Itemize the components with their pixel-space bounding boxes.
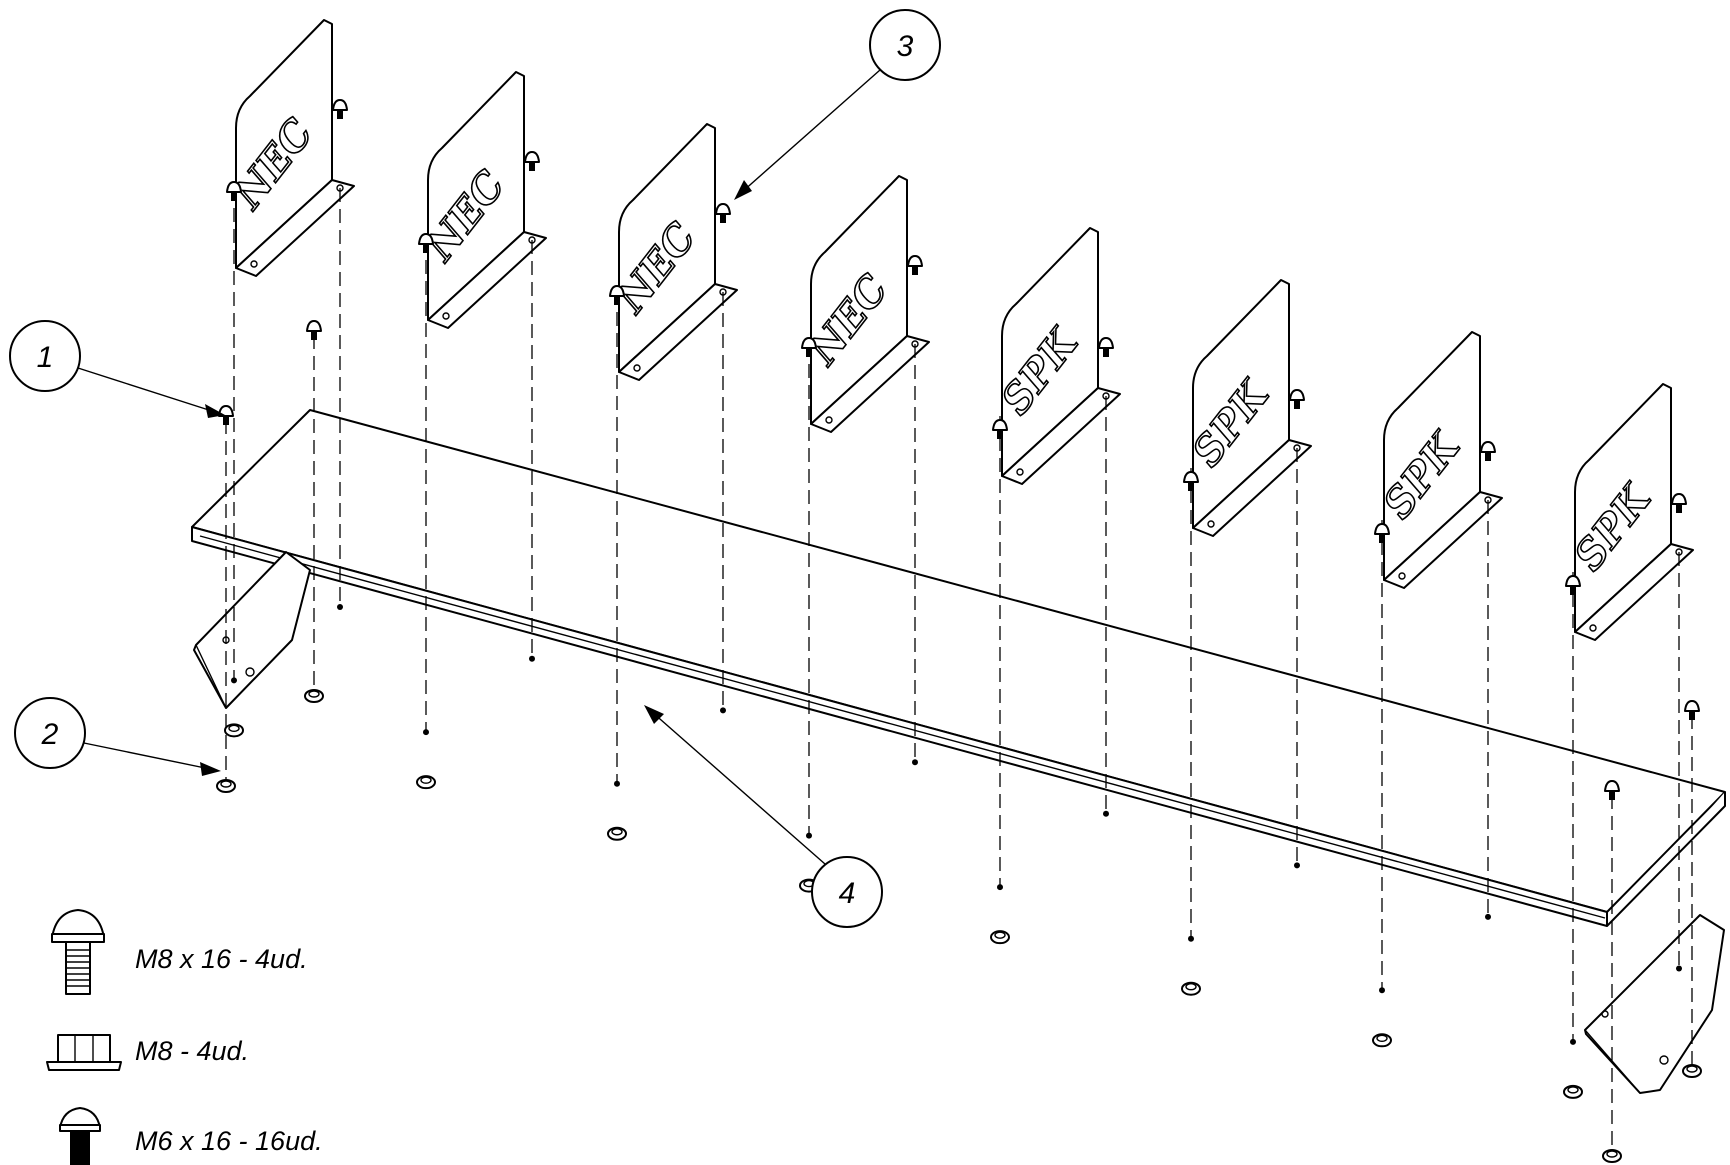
flange-nut (416, 775, 436, 790)
m6-screw (524, 151, 540, 171)
assembly-lines (225, 188, 1693, 1150)
callouts: 1 2 3 4 (9, 9, 941, 928)
m8-bolt (306, 320, 322, 340)
flange-nut (1372, 1033, 1392, 1048)
legend-label-m8-nut: M8 - 4ud. (135, 1036, 249, 1066)
m8-bolt-icon (51, 909, 105, 995)
m6-screw (715, 203, 731, 223)
flange-nut (607, 826, 627, 841)
callout-2-number: 2 (41, 718, 59, 751)
m8-bolt (218, 405, 234, 425)
flange-nut (216, 779, 236, 793)
m6-screw (1374, 523, 1390, 543)
divider-plate-1: NEC (222, 19, 355, 277)
flange-nut (304, 689, 324, 703)
m6-screw (332, 99, 348, 119)
callout-4-number: 4 (839, 877, 856, 910)
divider-plate-2: NEC (414, 71, 547, 329)
main-beam (191, 409, 1726, 927)
callout-2: 2 (14, 697, 221, 776)
m6-screw (1183, 471, 1199, 491)
divider-plate-4: NEC (797, 175, 930, 433)
fastener-legend: M8 x 16 - 4ud. M8 - 4ud. M6 x 16 - 16ud. (46, 909, 323, 1165)
beam-end-flange (1606, 792, 1726, 927)
divider-plates: NEC NEC NEC NEC SPK SPK SPK SPK (222, 19, 1694, 641)
m6-screw (801, 337, 817, 357)
divider-plate-3: NEC (605, 123, 738, 381)
beam-inner-line (199, 535, 1606, 919)
m8-bolt (1684, 700, 1700, 720)
callout-3: 3 (734, 9, 941, 200)
divider-plate-5: SPK (991, 227, 1121, 485)
m6-screw (1565, 575, 1581, 595)
left-bracket (193, 551, 311, 709)
right-bracket (1584, 914, 1725, 1094)
m6-bolt-icon (59, 1107, 101, 1165)
divider-plate-7: SPK (1373, 331, 1503, 589)
m6-screw (1480, 441, 1496, 461)
legend-item-m8-nut: M8 - 4ud. (46, 1034, 249, 1071)
flange-nut (990, 930, 1010, 945)
m6-screw (1289, 389, 1305, 409)
m6-screw (226, 181, 242, 201)
divider-plate-8: SPK (1564, 383, 1694, 641)
legend-label-m6-bolt: M6 x 16 - 16ud. (135, 1126, 323, 1156)
fasteners (216, 99, 1702, 1163)
m6-screw (418, 233, 434, 253)
callout-1-number: 1 (37, 341, 54, 374)
flange-nut (1682, 1064, 1702, 1078)
m6-screw (1671, 493, 1687, 513)
divider-plate-6: SPK (1182, 279, 1312, 537)
flange-nut (1181, 981, 1201, 996)
legend-item-m6-bolt: M6 x 16 - 16ud. (59, 1107, 323, 1165)
m6-screw (907, 255, 923, 275)
callout-1: 1 (9, 320, 225, 418)
flange-nut (1602, 1149, 1622, 1163)
m6-screw (1098, 337, 1114, 357)
beam-top-face (191, 409, 1726, 913)
m8-bolt (1604, 780, 1620, 800)
m8-nut-icon (46, 1034, 122, 1071)
callout-4: 4 (644, 705, 883, 928)
m6-screw (609, 285, 625, 305)
legend-label-m8-bolt: M8 x 16 - 4ud. (135, 944, 308, 974)
flange-nut (224, 723, 244, 738)
m6-screw (992, 419, 1008, 439)
callout-3-number: 3 (897, 30, 914, 63)
legend-item-m8-bolt: M8 x 16 - 4ud. (51, 909, 308, 995)
flange-nut (1563, 1084, 1583, 1099)
